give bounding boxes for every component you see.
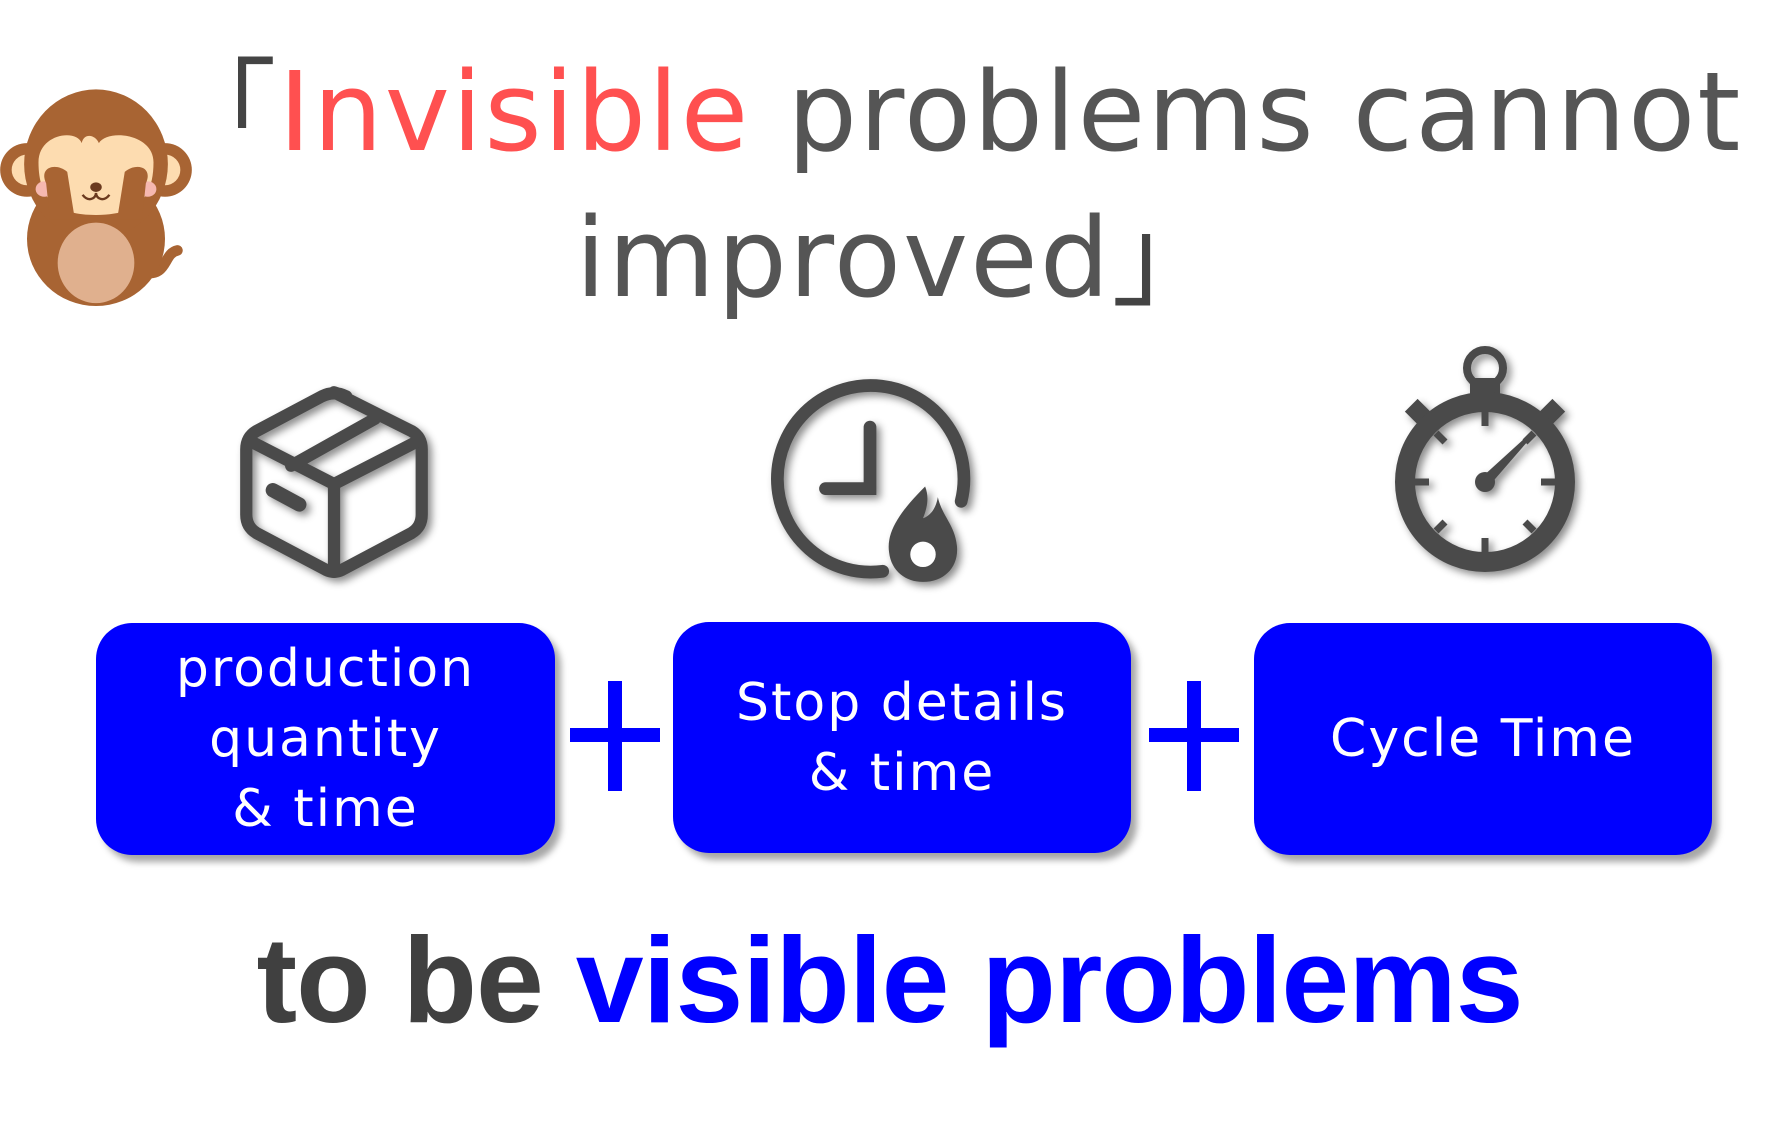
close-bracket: 」 (1111, 194, 1224, 322)
factor-label-line: Cycle Time (1330, 709, 1636, 769)
tagline-emphasis: visible problems (575, 912, 1524, 1048)
headline-highlight-word: Invisible (278, 48, 751, 176)
factor-box-cycle-time: Cycle Time (1254, 623, 1712, 855)
see-no-evil-monkey-icon (0, 89, 192, 306)
headline-text: problems cannot (750, 48, 1743, 176)
tagline-prefix: to be (256, 912, 576, 1048)
factor-label-line: production (175, 639, 476, 699)
clock-fire-icon (771, 379, 971, 582)
factor-box-label: Stop details & time (736, 668, 1068, 808)
headline-line-1: 「Invisible problems cannot (0, 42, 1779, 182)
conclusion-tagline: to be visible problems (0, 905, 1779, 1055)
open-bracket: 「 (166, 48, 279, 176)
factor-box-label: Cycle Time (1330, 704, 1636, 774)
factor-label-line: & time (808, 742, 996, 803)
plus-sign (570, 681, 660, 791)
package-box-icon (240, 386, 428, 578)
headline-text-continued: improved (575, 194, 1112, 322)
factor-box-production-quantity: production quantity & time (96, 623, 555, 855)
factor-label-line: Stop details (736, 672, 1068, 733)
stopwatch-icon (1395, 346, 1575, 572)
headline-line-2: improved」 (0, 188, 1779, 328)
plus-sign (1149, 681, 1239, 791)
factor-label-line: & time (232, 779, 419, 839)
factor-box-stop-details: Stop details & time (673, 622, 1131, 853)
factor-box-label: production quantity & time (176, 634, 475, 844)
factor-label-line: quantity (209, 709, 442, 769)
